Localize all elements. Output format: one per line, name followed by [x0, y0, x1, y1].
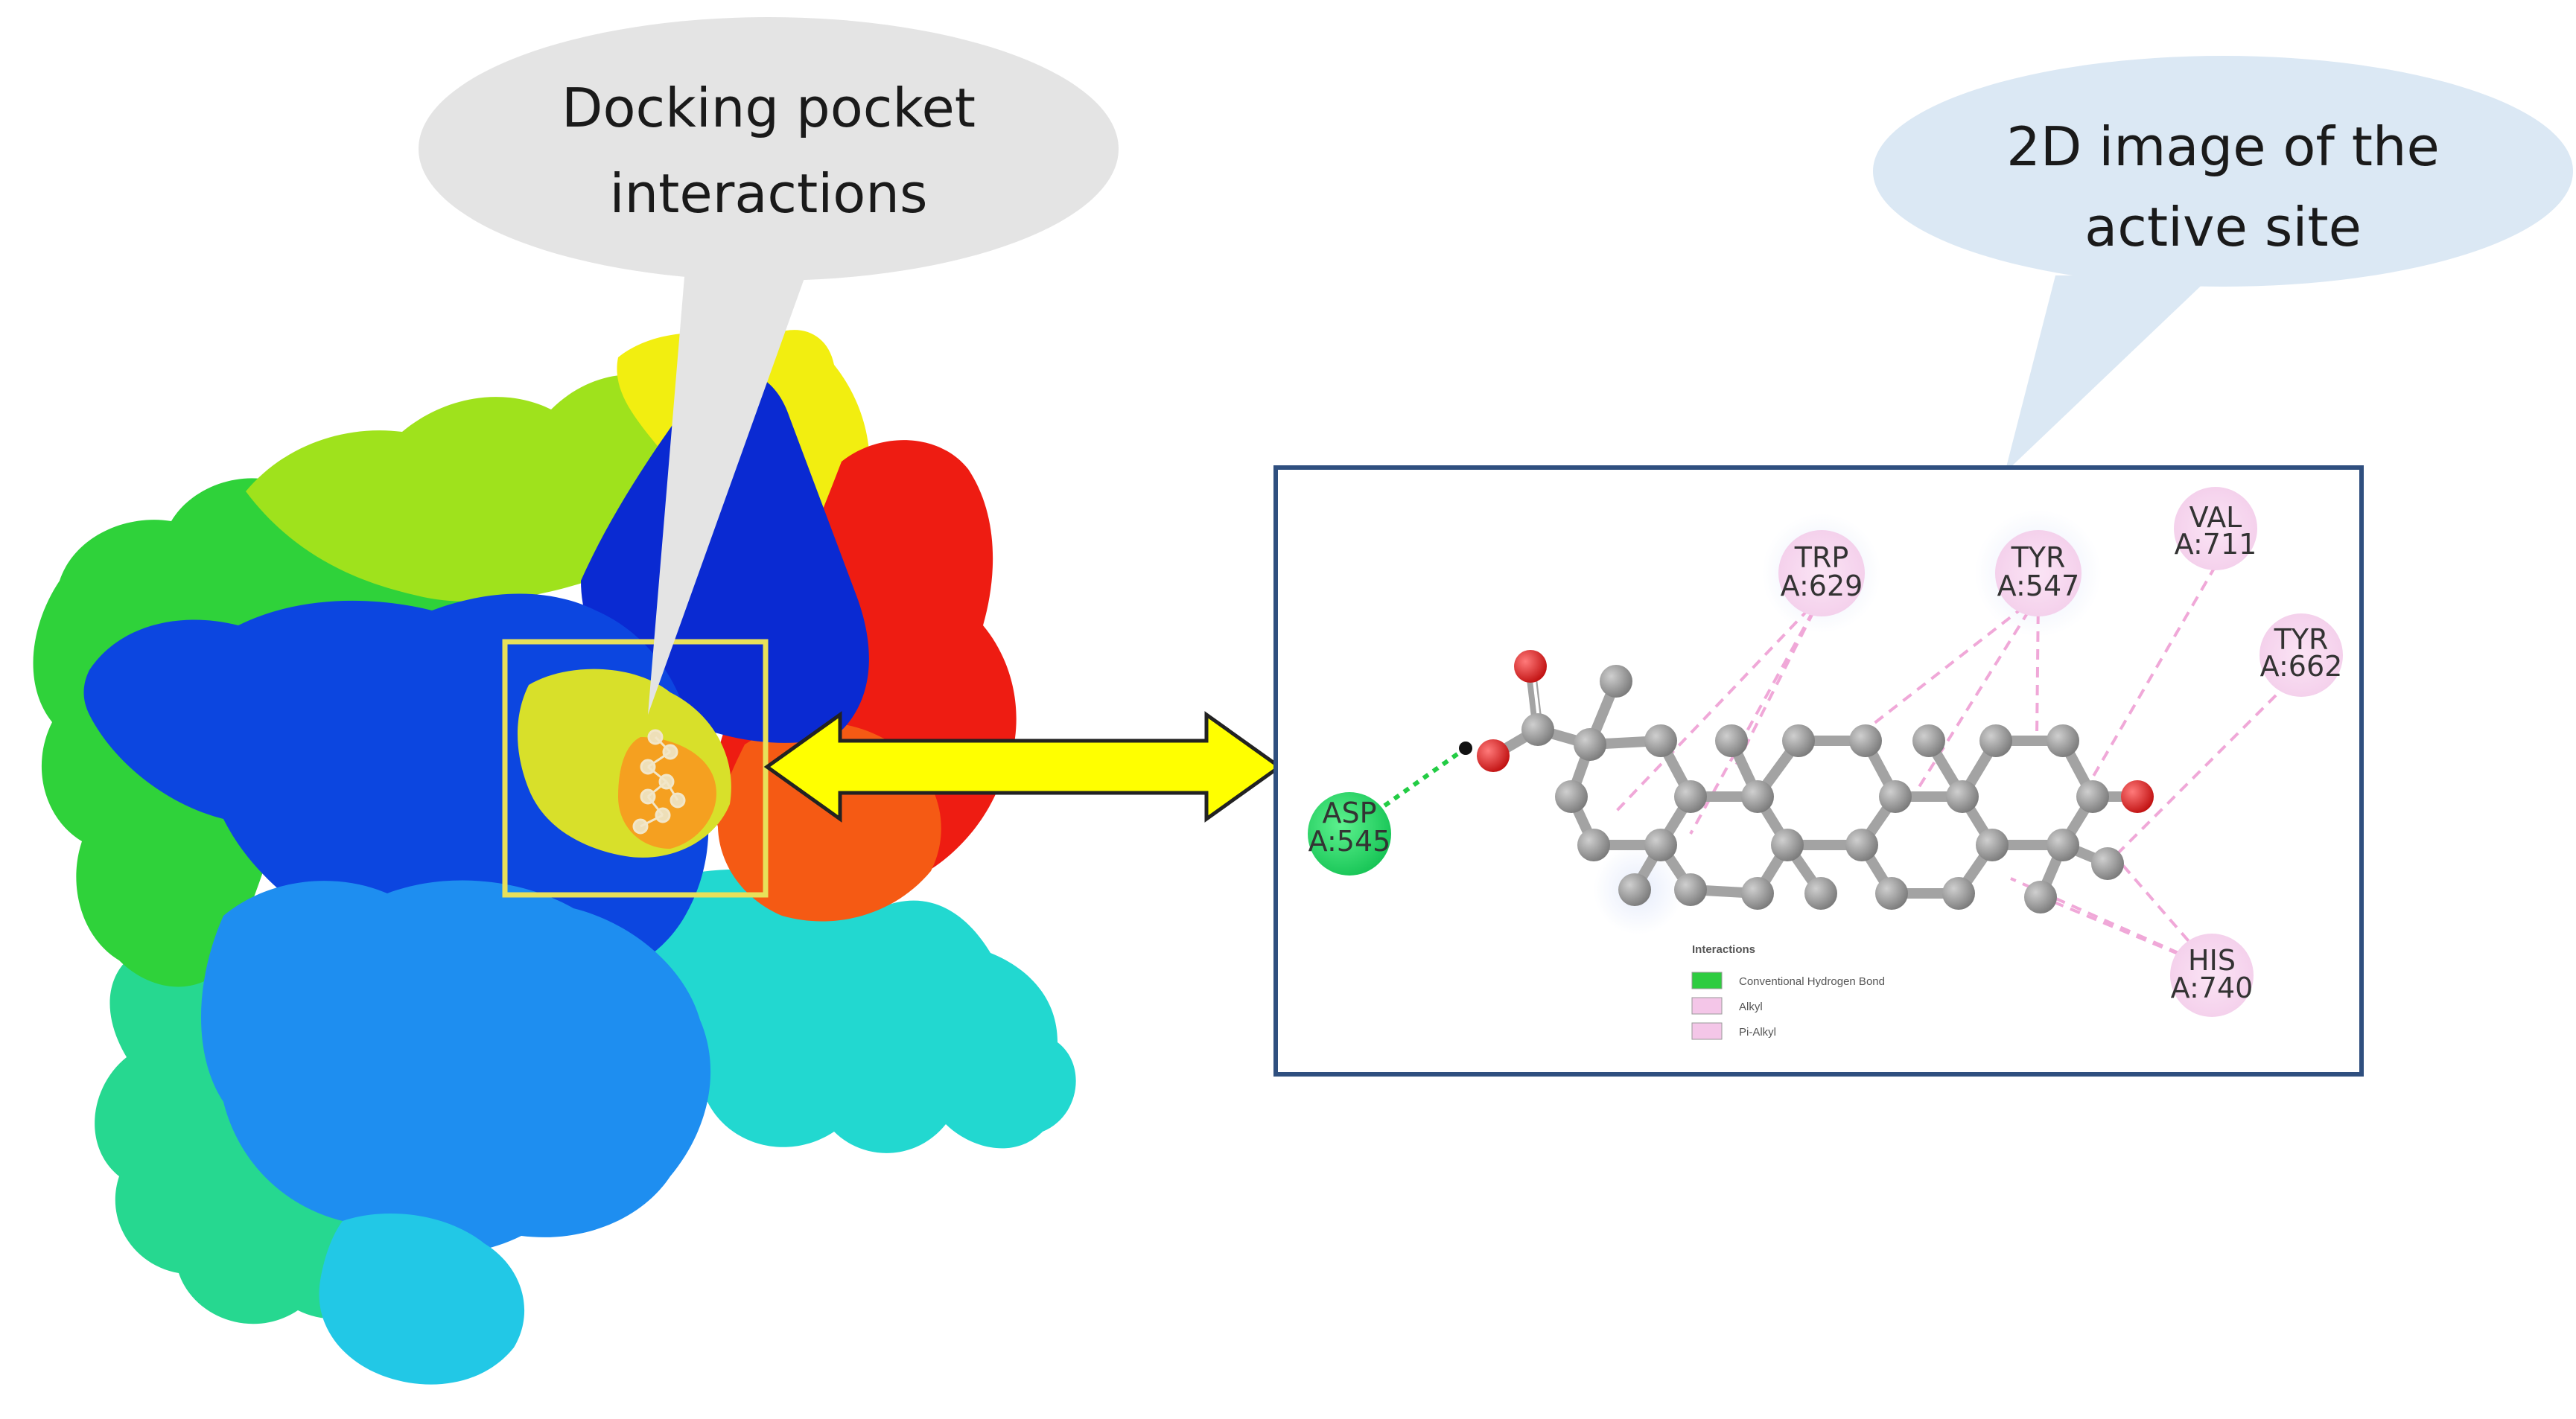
residue-tyr547-id: A:547 — [1997, 570, 2080, 602]
carbon-atom — [2047, 724, 2079, 757]
alkyl-line — [2035, 595, 2040, 738]
residue-val711: VAL A:711 — [2174, 487, 2257, 570]
alkyl-line — [1615, 594, 1823, 813]
carbon-atom — [1782, 724, 1815, 757]
protein-region-skyblue — [201, 880, 711, 1254]
pocket-highlight-box — [502, 639, 769, 898]
interaction-legend: Interactions Conventional Hydrogen Bond … — [1691, 943, 1885, 1040]
alkyl-line — [1845, 594, 2040, 746]
callout-right-pointer — [2005, 275, 2212, 473]
residue-tyr662-name: TYR — [2274, 623, 2329, 656]
carbon-atom — [1804, 877, 1837, 910]
residue-asp545-name: ASP — [1322, 797, 1376, 829]
carbon-atom — [1644, 829, 1677, 861]
callout-right-line1: 2D image of the — [2006, 115, 2440, 178]
hydrogen-bond-line — [1354, 746, 1467, 829]
residue-val711-id: A:711 — [2175, 528, 2257, 561]
carbon-atom — [2047, 829, 2079, 861]
legend-swatch-pi-alkyl — [1691, 1022, 1723, 1040]
carbon-atom — [2091, 847, 2124, 880]
residue-his740-id: A:740 — [2171, 972, 2254, 1004]
carbon-atom — [1741, 780, 1774, 813]
protein-region-cyan-bottom — [319, 1214, 525, 1385]
carbon-atom — [1577, 829, 1610, 861]
residue-tyr662-id: A:662 — [2260, 650, 2343, 683]
carbon-atom — [2024, 881, 2057, 913]
molecule-atoms — [1477, 650, 2154, 913]
alkyl-line — [1916, 594, 2040, 791]
carbon-atom — [1946, 780, 1979, 813]
carbon-atom — [1555, 780, 1588, 813]
protein-surface-image — [33, 330, 1076, 1385]
callout-docking-pocket: Docking pocket interactions — [419, 17, 1119, 715]
legend-title: Interactions — [1692, 943, 1755, 956]
carbon-atom — [1644, 724, 1677, 757]
residue-tyr662-disc — [2259, 613, 2343, 697]
residue-asp545-disc — [1308, 792, 1391, 876]
residue-trp629-id: A:629 — [1781, 570, 1863, 602]
carbon-atom — [2076, 780, 2109, 813]
alkyl-line — [1734, 595, 1823, 768]
carbon-atom — [1574, 728, 1606, 761]
legend-swatch-alkyl — [1691, 997, 1723, 1015]
residue-discs: ASP A:545 TRP A:629 TYR A:547 VAL A:711 … — [1308, 487, 2343, 1017]
carbon-atom — [1521, 713, 1554, 746]
alkyl-line — [1689, 595, 1823, 835]
carbon-atom — [1674, 873, 1707, 906]
callout-right-line2: active site — [2084, 196, 2362, 258]
interaction-lines — [1354, 564, 2303, 969]
callout-left-pointer — [648, 268, 808, 715]
residue-trp629-disc — [1778, 530, 1865, 616]
carbon-atom — [1741, 877, 1774, 910]
residue-tyr547: TYR A:547 — [1995, 530, 2082, 616]
residue-tyr547-disc — [1995, 530, 2082, 616]
legend-label-pi-alkyl: Pi-Alkyl — [1739, 1026, 1776, 1039]
carbon-atom — [1674, 780, 1707, 813]
residue-trp629: TRP A:629 — [1778, 530, 1865, 616]
residue-val711-disc — [2174, 487, 2257, 570]
callout-left-line1: Docking pocket — [562, 77, 976, 139]
alkyl-line — [2114, 669, 2303, 858]
residue-his740: HIS A:740 — [2170, 934, 2254, 1017]
alkyl-line — [2032, 892, 2213, 969]
residue-asp545: ASP A:545 — [1308, 792, 1391, 876]
carbon-atom — [1845, 829, 1878, 861]
legend-swatch-hbond — [1691, 972, 1723, 989]
protein-region-cyan — [642, 869, 1076, 1153]
oxygen-atom — [1514, 650, 1547, 683]
hydrogen-atom — [1459, 742, 1472, 755]
ligand-3d-sketch — [632, 729, 686, 835]
carbon-atom — [1715, 724, 1748, 757]
residue-his740-disc — [2170, 934, 2254, 1017]
carbon-atom — [1618, 873, 1651, 906]
residue-tyr662: TYR A:662 — [2259, 613, 2343, 697]
oxygen-atom — [2121, 780, 2154, 813]
residue-his740-name: HIS — [2188, 944, 2236, 977]
callout-left-line2: interactions — [610, 162, 928, 225]
carbon-atom — [1942, 877, 1975, 910]
carbon-atom — [1976, 829, 2009, 861]
carbon-atom — [1912, 724, 1945, 757]
carbon-atom — [1849, 724, 1882, 757]
residue-tyr547-name: TYR — [2011, 541, 2066, 574]
residue-val711-name: VAL — [2189, 501, 2242, 534]
residue-asp545-id: A:545 — [1308, 825, 1391, 858]
alkyl-line — [2080, 564, 2217, 798]
carbon-atom — [1979, 724, 2012, 757]
carbon-atom — [1879, 780, 1912, 813]
legend-label-alkyl: Alkyl — [1739, 1001, 1763, 1013]
callout-left-bubble — [419, 17, 1119, 281]
callout-2d-image: 2D image of the active site — [1873, 56, 2573, 473]
legend-label-hbond: Conventional Hydrogen Bond — [1739, 975, 1885, 988]
carbon-atom — [1771, 829, 1804, 861]
protein-region-darkblue-top — [581, 372, 869, 743]
oxygen-atom — [1477, 739, 1510, 772]
carbon-atom — [1600, 665, 1632, 698]
residue-trp629-name: TRP — [1794, 541, 1849, 574]
carbon-atom — [1875, 877, 1908, 910]
callout-right-bubble — [1873, 56, 2573, 287]
